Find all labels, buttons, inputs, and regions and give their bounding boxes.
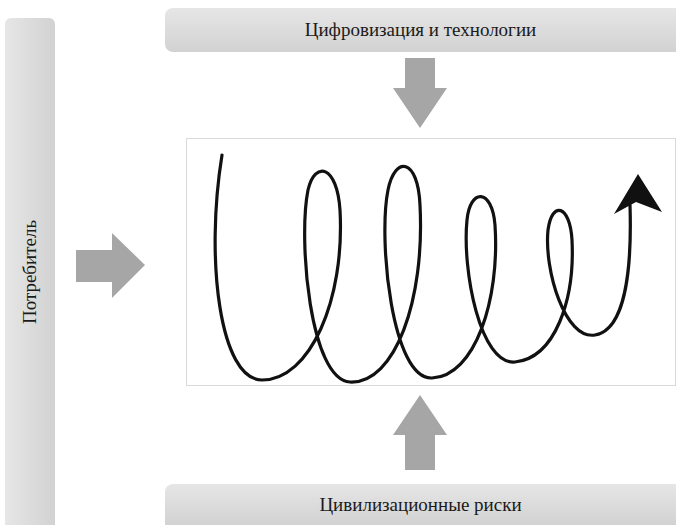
block-arrow-down (393, 58, 447, 128)
top-band: Цифровизация и технологии (165, 8, 676, 52)
band-label: Потребитель (19, 219, 41, 323)
spiral-arrowhead (614, 174, 662, 214)
side-band: Потребитель (5, 18, 55, 525)
band-label: Цивилизационные риски (319, 494, 521, 516)
block-arrow-right (76, 233, 145, 298)
bottom-band: Цивилизационные риски (165, 484, 676, 525)
spiral (215, 155, 630, 382)
illustration-frame (187, 139, 676, 386)
block-arrow-up (393, 395, 447, 470)
band-label: Цифровизация и технологии (305, 19, 537, 41)
